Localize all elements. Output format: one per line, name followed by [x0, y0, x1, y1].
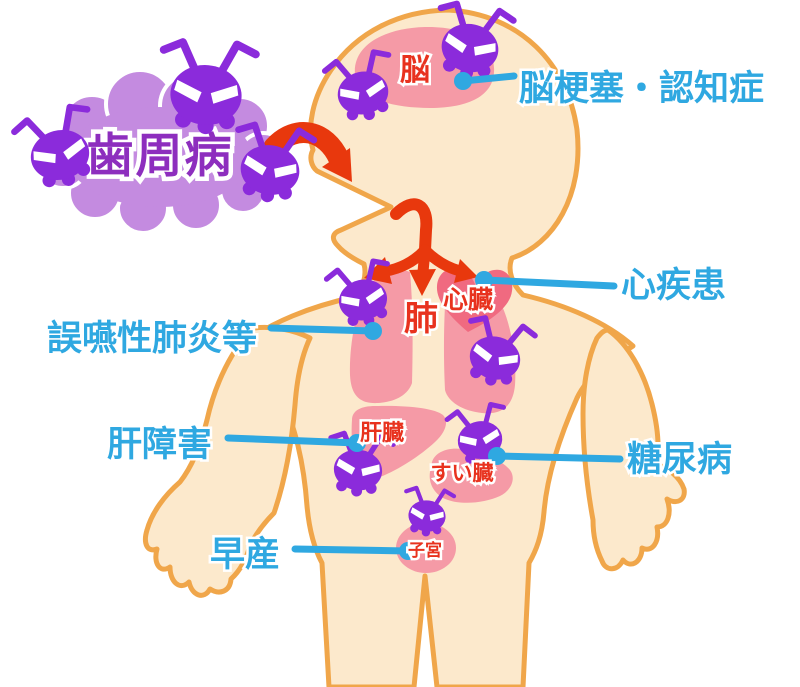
label-disease-brain: 脳梗塞・認知症 — [519, 69, 764, 109]
connector-dot-brain — [454, 72, 472, 90]
label-disease-pancreas: 糖尿病 — [627, 440, 732, 480]
organ-uterus — [396, 523, 456, 573]
connector-dot-lung — [364, 322, 382, 340]
label-organ-heart: 心臓 — [443, 285, 493, 314]
connector-dot-heart — [475, 271, 493, 289]
human-body — [236, 7, 636, 687]
connector-line-heart — [480, 276, 618, 290]
connector-line-pancreas — [493, 452, 624, 463]
label-organ-uterus: 子宮 — [408, 540, 442, 561]
infection-arrow-mouth — [263, 122, 352, 182]
right-arm — [580, 327, 687, 572]
label-disease-uterus: 早産 — [210, 535, 280, 575]
label-disease-liver: 肝障害 — [107, 425, 212, 465]
connector-dot-pancreas — [488, 447, 506, 465]
connector-dot-uterus — [399, 542, 417, 560]
connector-line-uterus — [291, 545, 412, 555]
connector-dot-liver — [348, 434, 366, 452]
connectors — [224, 72, 624, 560]
label-organ-pancreas: すい臓 — [431, 461, 494, 485]
left-arm — [142, 324, 313, 598]
label-organ-liver: 肝臓 — [360, 421, 404, 446]
label-disease-heart: 心疾患 — [621, 266, 726, 306]
label-organ-brain: 脳 — [400, 53, 430, 88]
connector-line-lung — [267, 324, 377, 335]
connector-line-liver — [224, 434, 361, 447]
cloud-title: 歯周病 — [87, 129, 234, 184]
label-organ-lung: 肺 — [404, 299, 438, 339]
label-disease-lung: 誤嚥性肺炎等 — [47, 319, 257, 359]
